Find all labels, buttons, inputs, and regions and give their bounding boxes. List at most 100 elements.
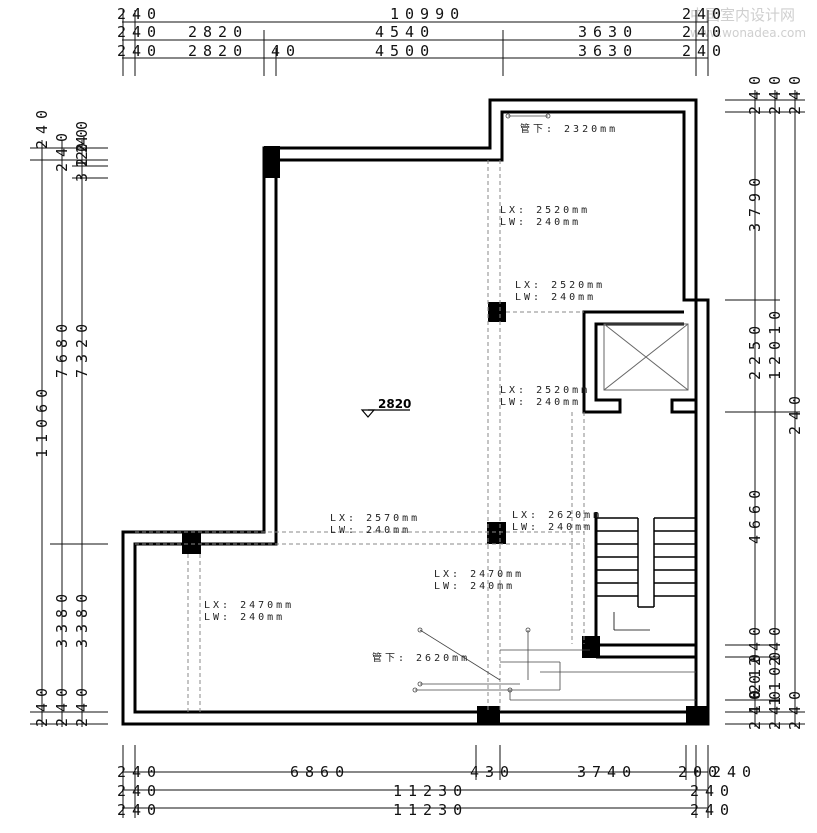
beam-lx-label: LX: 2470mm	[204, 600, 294, 611]
elevator-cabin	[603, 323, 689, 391]
dim-label: 2820	[188, 42, 248, 60]
elevator-shaft	[582, 310, 698, 414]
dim-label: 240	[73, 682, 91, 727]
dim-label: 320	[73, 137, 91, 182]
top-dim-row2: 240 2820 4540 3630 240	[117, 23, 727, 41]
dim-label: 240	[117, 42, 162, 60]
beam-lw-label: LW: 240mm	[515, 292, 596, 303]
bottom-dim-row2: 240 11230 240	[117, 782, 735, 800]
dim-label: 11230	[393, 801, 468, 819]
top-dim-row3: 240 2820 40 4500 3630 240	[117, 42, 727, 60]
dim-label: 240	[117, 801, 162, 819]
beam-lx-label: LX: 2520mm	[500, 385, 590, 396]
column	[264, 146, 280, 178]
beam-lw-label: LW: 240mm	[330, 525, 411, 536]
dim-label: 240	[53, 127, 71, 172]
dim-label: 240	[682, 23, 727, 41]
staircase	[594, 512, 696, 659]
dim-label: 430	[470, 763, 515, 781]
dim-label: 240	[690, 782, 735, 800]
dim-label: 11230	[393, 782, 468, 800]
dim-label: 240	[682, 5, 727, 23]
dim-label: 40	[271, 42, 301, 60]
right-dim-col2: 240 12010 240 1100 240	[766, 70, 784, 730]
column	[488, 302, 506, 322]
pipes	[412, 113, 696, 701]
dim-label: 210	[746, 648, 764, 693]
dim-label: 3630	[578, 42, 638, 60]
dim-label: 3380	[53, 588, 71, 648]
level-marker: 2820	[360, 397, 411, 418]
column	[182, 532, 201, 554]
dim-label: 240	[117, 763, 162, 781]
dim-label: 240	[712, 763, 757, 781]
dim-label: 240	[766, 621, 784, 666]
dim-label: 240	[33, 682, 51, 727]
columns	[182, 146, 708, 724]
bottom-dim-row1: 240 6860 430 3740 200 240	[117, 763, 757, 781]
beam-lw-label: LW: 240mm	[434, 581, 515, 592]
dim-label: 240	[117, 23, 162, 41]
level-label: 2820	[378, 397, 411, 411]
dim-label: 240	[746, 70, 764, 115]
column	[686, 706, 708, 724]
dim-label: 240	[73, 115, 91, 160]
dim-label: 200	[678, 763, 723, 781]
watermark-url: www.wonadea.com	[690, 26, 806, 40]
bottom-dimensions	[122, 745, 709, 818]
dim-label: 3790	[746, 172, 764, 232]
left-dim-col2: 240 7680 3380 240	[53, 127, 71, 727]
beam-lx-label: LX: 2620mm	[512, 510, 602, 521]
pipe-height-label: 管下: 2320mm	[520, 122, 618, 135]
dim-label: 4540	[375, 23, 435, 41]
dim-label: 240	[786, 70, 804, 115]
left-dim-col1: 240 11060 240	[33, 104, 51, 727]
dim-label: 240	[690, 801, 735, 819]
dim-label: 3380	[73, 588, 91, 648]
beam-lw-label: LW: 240mm	[500, 217, 581, 228]
dim-label: 120	[73, 123, 91, 168]
column	[582, 636, 600, 658]
dim-label: 240	[786, 685, 804, 730]
beam-lines	[135, 160, 585, 712]
dim-label: 12010	[766, 305, 784, 380]
dim-label: 7680	[53, 318, 71, 378]
dim-label: 4660	[746, 484, 764, 544]
dim-label: 240	[117, 782, 162, 800]
dim-label: 240	[786, 390, 804, 435]
dim-label: 240	[746, 685, 764, 730]
right-dimensions	[725, 90, 805, 727]
beam-lw-label: LW: 240mm	[500, 397, 581, 408]
dim-label: 240	[682, 42, 727, 60]
beam-lx-label: LX: 2520mm	[515, 280, 605, 291]
beam-lx-label: LX: 2470mm	[434, 569, 524, 580]
top-dim-row1: 240 10990 240	[117, 5, 727, 23]
dim-label: 11060	[33, 383, 51, 458]
left-dimensions	[30, 140, 108, 727]
dim-label: 3740	[577, 763, 637, 781]
beam-lw-label: LW: 240mm	[204, 612, 285, 623]
dim-label: 3630	[578, 23, 638, 41]
pipe-height-label: 管下: 2620mm	[372, 651, 470, 664]
watermark-brand: 中国室内设计网	[690, 6, 795, 24]
dim-label: 4500	[375, 42, 435, 60]
dim-label: 240	[53, 682, 71, 727]
dim-label: 240	[117, 5, 162, 23]
dim-label: 240	[766, 70, 784, 115]
right-dim-col1: 240 3790 2250 4660 240 210 100 240	[746, 70, 764, 730]
dim-label: 10990	[390, 5, 465, 23]
dim-label: 240	[766, 685, 784, 730]
dim-label: 240	[746, 621, 764, 666]
beam-lx-label: LX: 2520mm	[500, 205, 590, 216]
dim-label: 2820	[188, 23, 248, 41]
beam-lx-label: LX: 2570mm	[330, 513, 420, 524]
dim-label: 7320	[73, 318, 91, 378]
dim-label: 100	[746, 669, 764, 714]
column	[487, 522, 506, 544]
annotations: 管下: 2320mm 管下: 2620mm LX: 2520mm LW: 240…	[204, 122, 618, 664]
dim-label: 6860	[290, 763, 350, 781]
dim-label: 2250	[746, 320, 764, 380]
left-dim-col3: 240 120 320 7320 3380 240	[73, 115, 91, 727]
dim-label: 1100	[766, 646, 784, 706]
